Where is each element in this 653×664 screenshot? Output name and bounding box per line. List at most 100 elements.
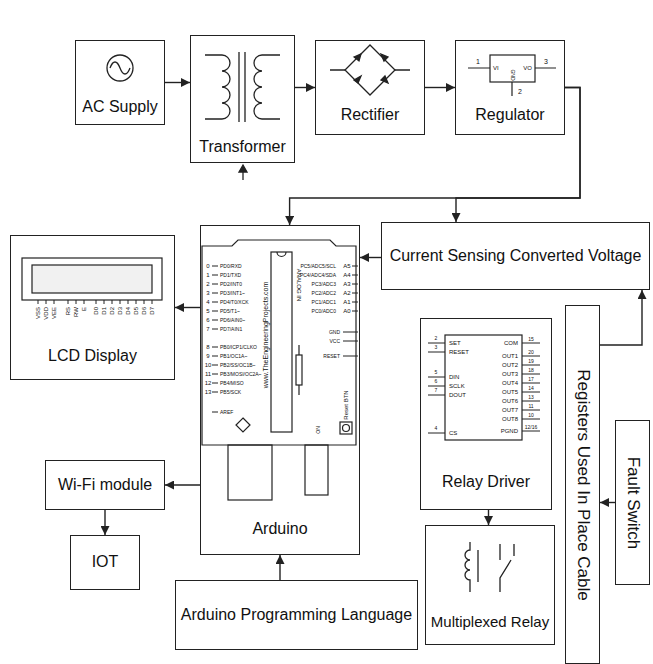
pin-number: A1	[343, 299, 350, 305]
pin-number: 6	[435, 379, 438, 384]
node-text: Rectifier	[341, 106, 400, 124]
pin-line	[522, 356, 540, 357]
pin-name: PB5/SCK	[220, 390, 241, 395]
pin-line	[212, 374, 218, 375]
pin-line	[428, 343, 445, 344]
bridge-rectifier-symbol	[330, 45, 410, 95]
pin-name: PD6/AIN0~	[220, 318, 245, 323]
pin-number: 4	[435, 426, 438, 431]
pin-name: GND	[329, 330, 340, 335]
ac-source-symbol	[110, 62, 130, 74]
node-text: Fault Switch	[623, 456, 643, 549]
arduino-board	[202, 240, 356, 445]
pin-name: RESET	[323, 354, 340, 359]
pin-number: 11	[205, 371, 211, 377]
bridge-rectifier-symbol	[330, 69, 410, 70]
arduino-board	[296, 355, 302, 385]
lcd-symbol	[32, 265, 152, 293]
arduino-board	[228, 445, 272, 500]
iot-box: IOT	[70, 535, 140, 590]
relay-driver-chip	[445, 335, 522, 440]
switch-box: Fault Switch	[615, 420, 650, 585]
pin-line	[128, 300, 129, 304]
pin-line	[428, 386, 445, 387]
pin-name: RS	[65, 307, 71, 315]
pin-line	[212, 383, 218, 384]
pin-line	[428, 352, 445, 353]
pin-name: OUT7	[502, 407, 518, 413]
regulator-box: Regulator	[455, 40, 565, 135]
pin-line	[522, 431, 540, 432]
pin-number: 20	[528, 349, 534, 354]
pin-line	[144, 300, 145, 304]
connector-arrow	[600, 502, 615, 503]
pin-number: 4	[206, 299, 209, 305]
pin-line	[522, 401, 540, 402]
pin-name: PB1/OC1A~	[220, 354, 247, 359]
pin-name: VCC	[329, 339, 340, 344]
board-text: Reset BTN	[343, 390, 349, 419]
pin-number: 6	[206, 317, 209, 323]
pin-line	[46, 300, 47, 304]
pin-name: PB4/MISO	[220, 381, 244, 386]
node-text: Arduino	[252, 520, 307, 538]
pin-line	[522, 343, 540, 344]
pin-name: RW	[73, 307, 79, 317]
pin-name: D4	[125, 307, 131, 315]
node-text: LCD Display	[48, 347, 137, 365]
pin-name: D0	[93, 307, 99, 315]
pin-lines	[38, 266, 540, 433]
pin-number: 17	[528, 376, 534, 381]
pin-name: D2	[109, 307, 115, 315]
pin-number: 0	[206, 263, 209, 269]
pin-name: PC4/ADC4/SDA	[300, 273, 336, 278]
pin-number: 2	[435, 336, 438, 341]
pin-number: 11	[528, 403, 533, 408]
pin-line	[428, 433, 445, 434]
pin-line	[104, 300, 105, 304]
pin-number: 1	[476, 58, 480, 65]
pin-name: VI	[493, 65, 499, 71]
pin-line	[38, 300, 39, 304]
pin-name: SCLK	[449, 383, 465, 389]
pin-name: GND	[510, 69, 515, 80]
node-text: Relay Driver	[442, 473, 530, 491]
node-text: Transformer	[199, 138, 286, 156]
pin-name: D5	[133, 307, 139, 315]
pin-name: RESET	[449, 349, 469, 355]
pin-name: PD5/T1~	[220, 309, 240, 314]
pin-line	[352, 302, 358, 303]
pin-line	[212, 302, 218, 303]
relay-symbol	[477, 550, 478, 582]
pin-number: 12/16	[525, 424, 538, 429]
pin-line	[152, 300, 153, 304]
pin-line	[343, 356, 358, 357]
connector-arrow	[165, 82, 190, 83]
ac-source-symbol	[107, 55, 133, 81]
pin-line	[212, 284, 218, 285]
pin-number: 13	[205, 389, 212, 395]
node-text: IOT	[92, 553, 119, 571]
pin-line	[428, 395, 445, 396]
pin-line	[212, 347, 218, 348]
pin-number: 10	[205, 362, 212, 368]
pin-number: 2	[518, 88, 522, 95]
pin-line	[352, 311, 358, 312]
pin-line	[212, 412, 218, 413]
pin-name: E	[81, 307, 87, 311]
transformer-symbol	[205, 55, 280, 119]
pin-line	[112, 300, 113, 304]
pin-name: PC5/ADC5/SCL	[300, 264, 336, 269]
pin-name: OUT4	[502, 380, 518, 386]
pin-name: AREF	[220, 410, 233, 415]
pin-name: DIN	[449, 374, 459, 380]
pin-name: OUT2	[502, 362, 518, 368]
arduino-board	[340, 422, 352, 434]
pin-name: PC1/ADC1	[312, 300, 336, 305]
pin-line	[522, 419, 540, 420]
wifi-box: Wi-Fi module	[45, 460, 165, 510]
node-text: AC Supply	[82, 98, 158, 116]
board-text: ANALOG IN	[296, 269, 302, 302]
connector-arrow	[290, 88, 580, 226]
pin-line	[212, 329, 218, 330]
